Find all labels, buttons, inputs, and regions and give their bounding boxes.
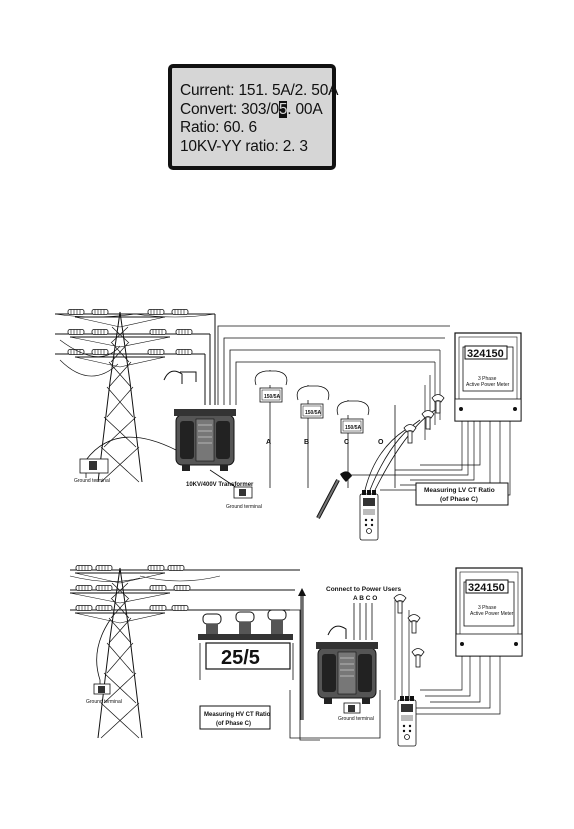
lv-ct-b-label: 150/5A (305, 410, 322, 416)
hv-meter-reading: 324150 (468, 582, 505, 594)
hv-diagram: 25/5 Connect to Power Users A B C O Grou… (69, 565, 523, 747)
lv-caption-box (415, 482, 509, 506)
lv-phase-o: O (378, 439, 384, 446)
lv-diagram: 10KV/400V Transformer Ground terminal Gr… (54, 309, 522, 541)
lv-ct-b: 150/5A (296, 385, 330, 419)
lv-voltage-probe (316, 471, 352, 519)
lcd-current-line: Current: 151. 5A/2. 50A (180, 82, 339, 99)
lv-ct-a: 150/5A (254, 370, 288, 403)
hv-phase-labels: A B C O (353, 595, 377, 602)
hv-ground-label-2: Ground terminal (338, 716, 374, 722)
hv-caption-box (199, 705, 271, 730)
hv-transformer (315, 641, 379, 705)
lcd-convert-text: Convert: 303/0 (180, 100, 279, 118)
hv-ct-tester (397, 695, 417, 747)
hv-ct-units (198, 609, 293, 640)
lv-ct-a-label: 150/5A (264, 394, 281, 400)
hv-tower (69, 567, 171, 739)
lv-meter-reading: 324150 (467, 348, 504, 360)
lv-phase-c: C (344, 439, 349, 446)
lcd-convert-suffix: . 00A (287, 100, 323, 118)
lcd-convert-line: Convert: 303/05. 00A (180, 100, 332, 120)
hv-caption-line2: (of Phase C) (216, 721, 251, 727)
lv-insulators (67, 309, 193, 355)
lv-phase-a: A (266, 439, 271, 446)
lv-ground-label-2: Ground terminal (226, 504, 262, 510)
hv-meter-label-1: 3 Phase (478, 605, 497, 611)
hv-caption-line1: Measuring HV CT Ratio (204, 712, 271, 718)
hv-ground-label-1: Ground terminal (86, 699, 122, 705)
lv-phase-b: B (304, 439, 309, 446)
lcd-ratio-line: Ratio: 60. 6 (180, 119, 257, 136)
lv-caption-line1: Measuring LV CT Ratio (424, 487, 495, 494)
lv-meter-label-1: 3 Phase (478, 376, 497, 382)
lcd-cursor-digit: 5 (278, 100, 288, 118)
hv-connect-label: Connect to Power Users (326, 586, 402, 593)
hv-meter-label-2: Active Power Meter (470, 611, 514, 617)
lcd-hv-ratio-line: 10KV-YY ratio: 2. 3 (180, 137, 308, 155)
lv-meter-label-2: Active Power Meter (466, 382, 510, 388)
hv-ct-ratio: 25/5 (221, 647, 260, 669)
lv-caption-line2: (of Phase C) (440, 496, 478, 503)
lv-transformer-label: 10KV/400V Transformer (186, 482, 254, 488)
lv-ground-label-1: Ground terminal (74, 478, 110, 484)
lv-tower (69, 311, 171, 483)
lv-transformer (173, 408, 237, 472)
lcd-display: Current: 151. 5A/2. 50A Convert: 303/05.… (168, 64, 339, 170)
hv-insulators (75, 565, 191, 611)
hv-ct-ratio-box (205, 642, 291, 670)
lv-ct-c: 150/5A (336, 400, 370, 434)
lv-ct-tester (359, 489, 379, 541)
lv-ct-c-label: 150/5A (345, 425, 362, 431)
